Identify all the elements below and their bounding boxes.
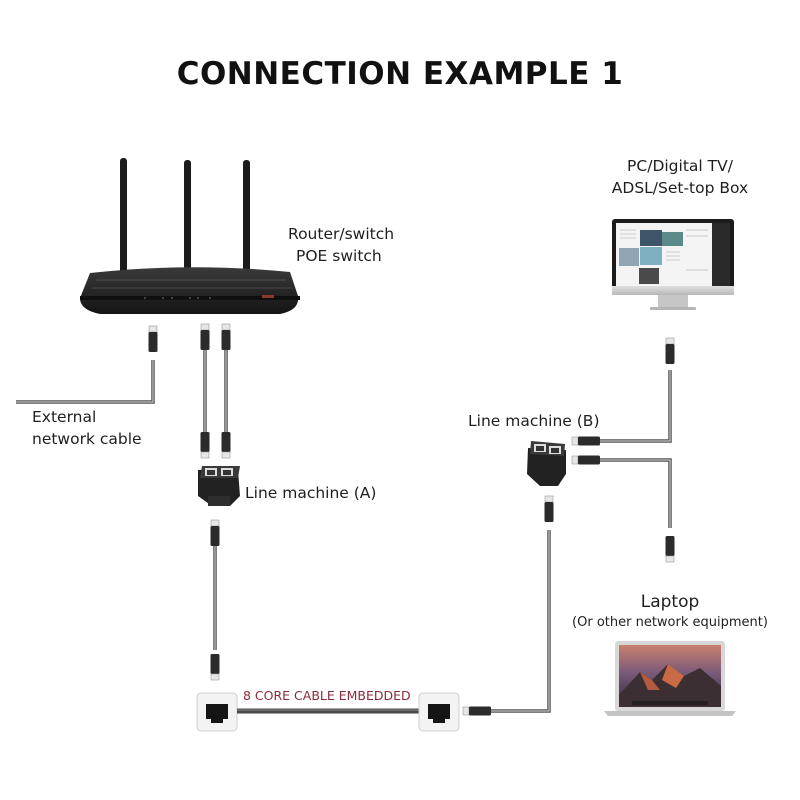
laptop-icon xyxy=(604,641,736,716)
pc-label-line2: ADSL/Set-top Box xyxy=(611,179,749,197)
patch-cables-router-to-a xyxy=(200,323,231,459)
embedded-cable xyxy=(237,708,419,714)
cable-wall-jack-to-b xyxy=(462,495,554,716)
cable-a-to-wall-jack xyxy=(210,519,220,681)
embedded-cable-label: 8 CORE CABLE EMBEDDED xyxy=(243,688,411,703)
laptop-label: Laptop xyxy=(640,592,700,612)
router-antenna-center xyxy=(184,160,191,278)
external-network-cable xyxy=(16,325,158,404)
external-cable-label-line2: network cable xyxy=(32,430,142,448)
pc-label-line1: PC/Digital TV/ xyxy=(627,157,733,175)
router-antenna-right xyxy=(243,160,250,278)
line-machine-b-label: Line machine (B) xyxy=(468,412,600,430)
router-icon xyxy=(80,158,300,314)
line-machine-a-label: Line machine (A) xyxy=(245,484,377,502)
line-machine-b-icon xyxy=(527,441,566,486)
router-label-line1: Router/switch xyxy=(288,225,395,243)
cables-b-to-devices xyxy=(571,337,675,563)
router-label-line2: POE switch xyxy=(296,247,382,265)
wall-jack-left xyxy=(196,692,238,732)
pc-monitor-icon xyxy=(612,219,734,310)
diagram-title: CONNECTION EXAMPLE 1 xyxy=(176,56,624,92)
router-antenna-left xyxy=(120,158,127,278)
laptop-sublabel: (Or other network equipment) xyxy=(572,615,768,630)
wall-jack-right xyxy=(418,692,460,732)
line-machine-a-icon xyxy=(198,466,240,506)
external-cable-label-line1: External xyxy=(32,408,97,426)
